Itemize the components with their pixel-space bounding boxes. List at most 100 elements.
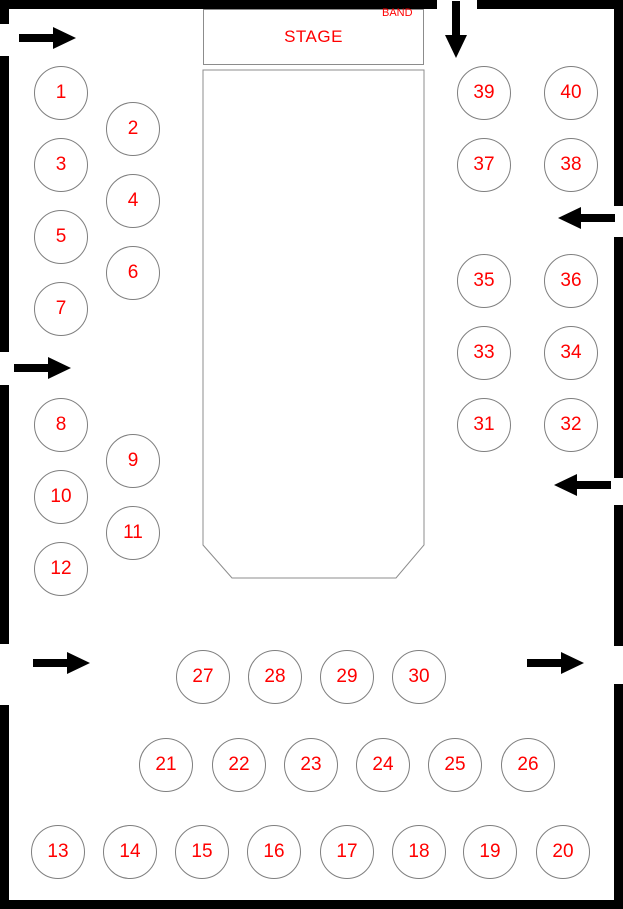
table-10: 10 — [34, 470, 88, 524]
table-number: 29 — [336, 666, 358, 687]
table-30: 30 — [392, 650, 446, 704]
table-14: 14 — [103, 825, 157, 879]
wall-segment — [614, 0, 623, 206]
table-1: 1 — [34, 66, 88, 120]
table-number: 16 — [263, 841, 285, 862]
table-21: 21 — [139, 738, 193, 792]
table-19: 19 — [463, 825, 517, 879]
table-26: 26 — [501, 738, 555, 792]
wall-segment — [0, 385, 9, 644]
table-number: 21 — [155, 754, 177, 775]
table-number: 8 — [55, 414, 67, 435]
wall-segment — [0, 0, 437, 9]
table-3: 3 — [34, 138, 88, 192]
entrance-bottom-left-arrow-icon — [33, 651, 91, 675]
table-12: 12 — [34, 542, 88, 596]
table-number: 11 — [123, 522, 143, 543]
table-number: 27 — [192, 666, 214, 687]
entrance-top-right-arrow-icon — [444, 1, 468, 59]
table-number: 14 — [119, 841, 141, 862]
wall-segment — [0, 0, 9, 24]
table-number: 35 — [473, 270, 495, 291]
table-number: 34 — [560, 342, 582, 363]
table-37: 37 — [457, 138, 511, 192]
wall-segment — [614, 505, 623, 646]
table-number: 26 — [517, 754, 539, 775]
table-number: 10 — [50, 486, 72, 507]
table-39: 39 — [457, 66, 511, 120]
table-18: 18 — [392, 825, 446, 879]
table-number: 39 — [473, 82, 495, 103]
table-number: 19 — [479, 841, 501, 862]
table-number: 30 — [408, 666, 430, 687]
table-5: 5 — [34, 210, 88, 264]
table-2: 2 — [106, 102, 160, 156]
table-6: 6 — [106, 246, 160, 300]
table-number: 15 — [191, 841, 213, 862]
table-number: 25 — [444, 754, 466, 775]
table-17: 17 — [320, 825, 374, 879]
table-32: 32 — [544, 398, 598, 452]
exit-bottom-right-arrow-icon — [527, 651, 585, 675]
table-29: 29 — [320, 650, 374, 704]
table-35: 35 — [457, 254, 511, 308]
stage-label: STAGE — [284, 27, 343, 46]
table-number: 7 — [55, 298, 67, 319]
table-22: 22 — [212, 738, 266, 792]
table-9: 9 — [106, 434, 160, 488]
table-number: 18 — [408, 841, 430, 862]
table-24: 24 — [356, 738, 410, 792]
table-7: 7 — [34, 282, 88, 336]
table-8: 8 — [34, 398, 88, 452]
wall-segment — [614, 684, 623, 909]
table-number: 3 — [55, 154, 67, 175]
table-16: 16 — [247, 825, 301, 879]
table-27: 27 — [176, 650, 230, 704]
table-number: 6 — [127, 262, 139, 283]
table-number: 4 — [127, 190, 139, 211]
table-number: 12 — [50, 558, 72, 579]
table-number: 20 — [552, 841, 574, 862]
table-number: 13 — [47, 841, 69, 862]
wall-segment — [0, 900, 623, 909]
table-number: 17 — [336, 841, 358, 862]
table-33: 33 — [457, 326, 511, 380]
table-number: 2 — [127, 118, 139, 139]
table-38: 38 — [544, 138, 598, 192]
table-number: 31 — [473, 414, 495, 435]
table-13: 13 — [31, 825, 85, 879]
table-number: 37 — [473, 154, 495, 175]
table-number: 28 — [264, 666, 286, 687]
entrance-right-middle-arrow-icon — [553, 473, 611, 497]
table-4: 4 — [106, 174, 160, 228]
table-number: 38 — [560, 154, 582, 175]
table-28: 28 — [248, 650, 302, 704]
table-number: 9 — [127, 450, 139, 471]
table-20: 20 — [536, 825, 590, 879]
table-11: 11 — [106, 506, 160, 560]
table-23: 23 — [284, 738, 338, 792]
band-label: BAND — [382, 7, 413, 19]
table-number: 32 — [560, 414, 582, 435]
table-40: 40 — [544, 66, 598, 120]
wall-segment — [0, 56, 9, 352]
table-36: 36 — [544, 254, 598, 308]
table-number: 24 — [372, 754, 394, 775]
stage-area: STAGE — [203, 9, 424, 65]
table-31: 31 — [457, 398, 511, 452]
entrance-top-left-arrow-icon — [19, 26, 77, 50]
table-number: 5 — [55, 226, 67, 247]
wall-segment — [0, 705, 9, 909]
table-number: 36 — [560, 270, 582, 291]
table-number: 23 — [300, 754, 322, 775]
table-number: 40 — [560, 82, 582, 103]
table-34: 34 — [544, 326, 598, 380]
table-25: 25 — [428, 738, 482, 792]
runway-polygon — [202, 69, 425, 579]
entrance-left-middle-arrow-icon — [14, 356, 72, 380]
table-number: 22 — [228, 754, 250, 775]
table-number: 1 — [55, 82, 67, 103]
entrance-right-upper-arrow-icon — [557, 206, 615, 230]
table-15: 15 — [175, 825, 229, 879]
